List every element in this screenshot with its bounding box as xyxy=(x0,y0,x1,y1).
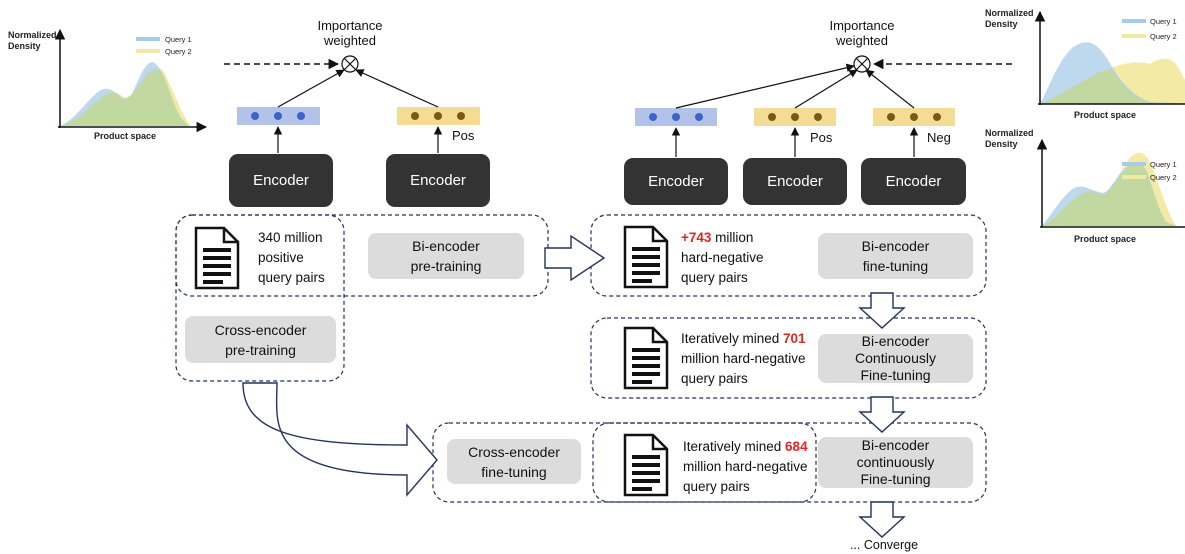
legend-swatch-query2 xyxy=(136,49,160,53)
stage3-desc-text: million hard-negative query pairs xyxy=(681,351,806,386)
density-plot-top-right xyxy=(1034,10,1185,105)
bottom-right-legend-query2: Query 2 xyxy=(1150,173,1177,182)
stage1-description: 340 million positive query pairs xyxy=(258,230,325,285)
top-right-legend-query2: Query 2 xyxy=(1150,32,1177,41)
top-right-plot-ylabel: Normalized Density xyxy=(985,8,1034,29)
arrow xyxy=(355,69,439,108)
stage3-description: Iteratively mined 701 million hard-negat… xyxy=(681,329,806,389)
flow-arrow-right xyxy=(544,234,606,282)
stage1-vertical-group-box xyxy=(175,214,345,382)
left-legend-query2: Query 2 xyxy=(165,47,192,56)
overlap-density-area xyxy=(1040,69,1185,104)
flow-arrow-down xyxy=(858,501,906,538)
vector-dot xyxy=(910,113,918,121)
vector-dot xyxy=(274,112,282,120)
left-plot-xlabel: Product space xyxy=(94,131,157,141)
vector-dot xyxy=(768,113,776,121)
vector-dot xyxy=(887,113,895,121)
left-legend-query1: Query 1 xyxy=(165,35,192,44)
vector-dot xyxy=(791,113,799,121)
vector-dot xyxy=(434,112,442,120)
vector-dot xyxy=(933,113,941,121)
neg-label-right: Neg xyxy=(927,130,951,145)
density-plot-bottom-right xyxy=(1036,138,1185,228)
stage4-desc-prefix: Iteratively mined xyxy=(683,439,786,454)
encoder-block-right xyxy=(635,55,1012,157)
density-plot-left xyxy=(54,28,208,133)
overlap-density-area xyxy=(60,71,190,126)
encoder-neg-right: Encoder xyxy=(861,158,966,205)
pos-label-left: Pos xyxy=(452,128,475,143)
stage2-description: +743 million hard-negative query pairs xyxy=(681,228,764,288)
vector-dot xyxy=(297,112,305,120)
legend-swatch-query2 xyxy=(1122,175,1146,179)
converge-label: ... Converge xyxy=(849,538,919,552)
vector-dot xyxy=(695,113,703,121)
encoder-block-left xyxy=(224,55,480,153)
stage3-desc-prefix: Iteratively mined xyxy=(681,331,784,346)
legend-swatch-query1 xyxy=(1122,162,1146,166)
stage2-desc-text: million hard-negative query pairs xyxy=(681,230,764,285)
encoder-query-right: Encoder xyxy=(624,158,728,205)
top-right-legend-query1: Query 1 xyxy=(1150,17,1177,26)
left-plot-ylabel: Normalized Density xyxy=(8,30,57,51)
cross-encoder-pretraining-box: Cross-encoder pre-training xyxy=(185,316,336,363)
encoder-pos-right: Encoder xyxy=(743,158,847,205)
stage4-inner-group-box xyxy=(592,422,817,503)
legend-swatch-query2 xyxy=(1122,34,1146,38)
vector-dot xyxy=(251,112,259,120)
importance-label-right: Importance weighted xyxy=(829,18,895,48)
encoder-query-left: Encoder xyxy=(229,154,333,207)
stage4-count: 684 xyxy=(785,439,808,454)
vector-dot xyxy=(457,112,465,120)
arrow xyxy=(794,69,858,109)
stage4-description: Iteratively mined 684 million hard-negat… xyxy=(683,437,808,497)
stage2-count: +743 xyxy=(681,230,712,245)
pos-label-right: Pos xyxy=(810,130,833,145)
stage4-desc-text: million hard-negative query pairs xyxy=(683,459,808,494)
bottom-right-plot-xlabel: Product space xyxy=(1074,234,1137,244)
stage3-count: 701 xyxy=(783,331,806,346)
legend-swatch-query1 xyxy=(1122,19,1146,23)
document-icon xyxy=(623,225,669,289)
bi-encoder-continuous-finetuning-box: Bi-encoder Continuously Fine-tuning xyxy=(818,333,973,383)
bottom-right-plot-ylabel: Normalized Density xyxy=(985,128,1034,149)
document-icon xyxy=(194,226,240,290)
document-icon xyxy=(623,326,669,390)
vector-dot xyxy=(814,113,822,121)
vector-dot xyxy=(649,113,657,121)
bi-encoder-finetuning-box: Bi-encoder fine-tuning xyxy=(818,233,973,279)
op-cross xyxy=(343,57,357,71)
arrow xyxy=(277,69,345,108)
top-right-plot-xlabel: Product space xyxy=(1074,110,1137,120)
bi-encoder-pretraining-box: Bi-encoder pre-training xyxy=(368,233,524,279)
flow-arrow-down xyxy=(858,292,906,329)
legend-swatch-query1 xyxy=(136,37,160,41)
bi-encoder-continuous-finetuning-box-2: Bi-encoder continuously Fine-tuning xyxy=(818,437,973,488)
op-cross xyxy=(855,57,869,71)
overlap-density-area xyxy=(1042,163,1176,226)
arrow xyxy=(675,63,855,109)
encoder-doc-left: Encoder xyxy=(386,154,490,207)
vector-dot xyxy=(672,113,680,121)
importance-label-left: Importance weighted xyxy=(317,18,383,48)
cross-encoder-finetuning-box: Cross-encoder fine-tuning xyxy=(447,439,581,484)
bottom-right-legend-query1: Query 1 xyxy=(1150,160,1177,169)
arrow xyxy=(865,69,915,109)
flow-arrow-down xyxy=(858,396,906,433)
document-icon xyxy=(623,433,669,497)
flow-arrow-curved xyxy=(242,382,438,497)
vector-dot xyxy=(411,112,419,120)
